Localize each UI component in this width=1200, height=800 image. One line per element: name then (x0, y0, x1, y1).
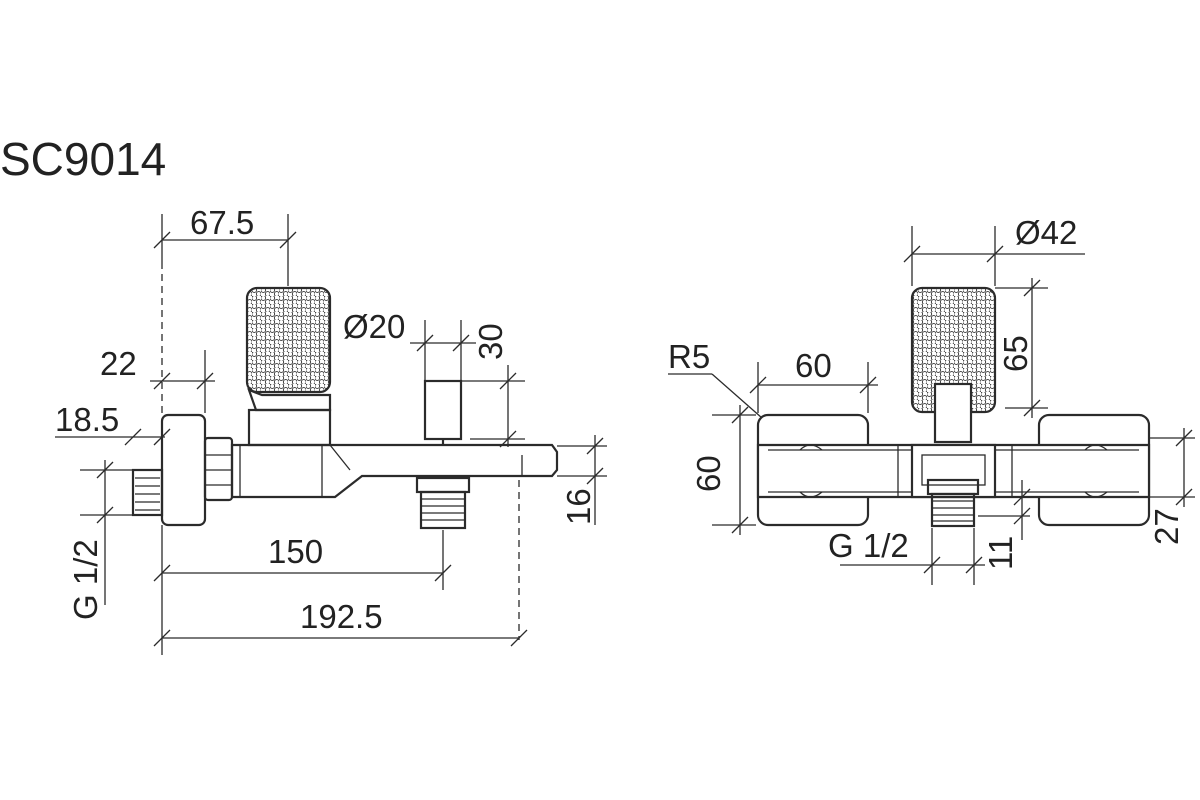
side-body (230, 443, 559, 499)
dim-67-5: 67.5 (190, 204, 254, 241)
dim-18-5: 18.5 (55, 401, 119, 438)
dim-27: 27 (1148, 508, 1185, 545)
side-diverter (423, 379, 463, 445)
model-title: SC9014 (0, 133, 166, 185)
dim-g-1-2-side: G 1/2 (67, 539, 104, 620)
dim-22: 22 (100, 345, 137, 382)
dim-16: 16 (560, 488, 597, 525)
dim-60-width: 60 (795, 347, 832, 384)
dim-60-height: 60 (690, 455, 727, 492)
front-handle (910, 286, 997, 444)
side-outlet (415, 476, 471, 530)
dim-30: 30 (472, 323, 509, 360)
dim-diameter-20: Ø20 (343, 308, 405, 345)
dim-diameter-42: Ø42 (1015, 214, 1077, 251)
dim-11: 11 (982, 536, 1019, 570)
dim-65: 65 (997, 335, 1034, 372)
dim-g-1-2-front: G 1/2 (828, 527, 909, 564)
front-view: Ø42 65 R5 60 60 G 1/2 (668, 214, 1195, 585)
dim-150: 150 (268, 533, 323, 570)
side-view: 67.5 Ø20 30 22 18.5 G 1/2 (55, 204, 607, 655)
dim-r5: R5 (668, 338, 710, 375)
front-body (756, 443, 1151, 499)
dim-192-5: 192.5 (300, 598, 383, 635)
front-outlet (926, 478, 980, 528)
side-handle (245, 286, 332, 447)
side-flange (131, 413, 234, 527)
